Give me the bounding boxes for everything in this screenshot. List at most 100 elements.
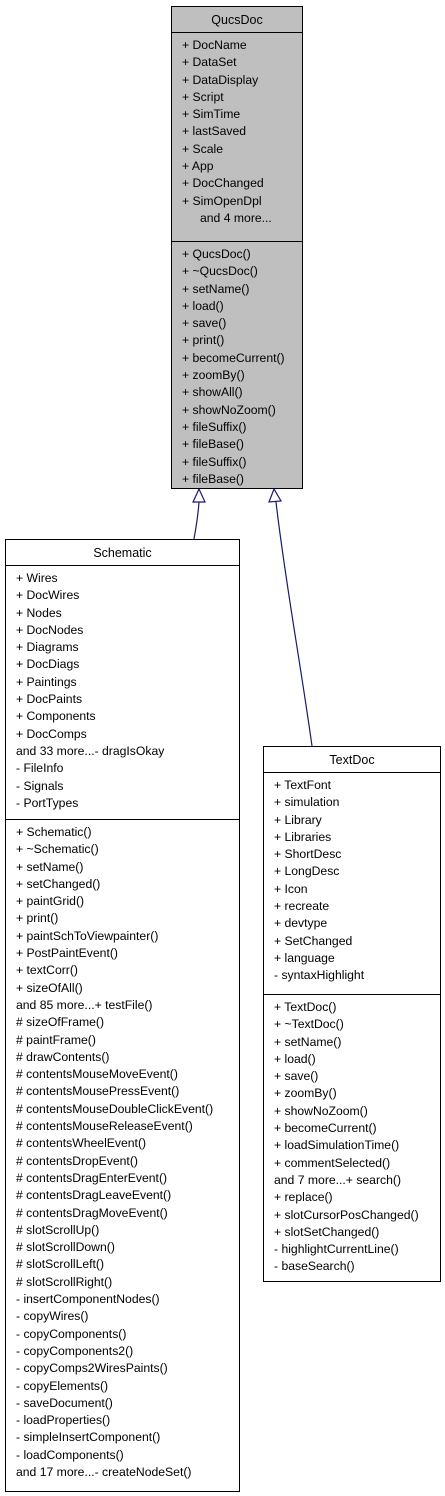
class-schematic-attribute-member: + DocDiags xyxy=(16,657,80,672)
class-textdoc-title: TextDoc xyxy=(264,747,440,773)
class-qucsdoc-method-member: + fileSuffix() xyxy=(182,419,247,434)
class-textdoc-method-member: + slotSetChanged() xyxy=(274,1224,380,1239)
class-schematic-method-member: # contentsWheelEvent() xyxy=(16,1136,147,1151)
class-textdoc-method-member: - baseSearch() xyxy=(274,1259,355,1274)
class-textdoc-attribute-member: + ShortDesc xyxy=(274,847,342,862)
class-qucsdoc-method-member: + QucsDoc() xyxy=(182,247,251,261)
class-schematic-attribute-member: - PortTypes xyxy=(16,795,79,810)
class-schematic-method-member: - loadComponents() xyxy=(16,1447,124,1462)
class-textdoc-attribute-member: + LongDesc xyxy=(274,864,340,879)
class-textdoc-method-member: + setName() xyxy=(274,1034,342,1049)
class-textdoc-attribute-member: + language xyxy=(274,950,335,965)
class-schematic-attribute-member: + Nodes xyxy=(16,605,62,620)
class-schematic-method-member: # slotScrollDown() xyxy=(16,1240,115,1255)
class-schematic-method-member: + sizeOfAll() xyxy=(16,980,83,995)
class-textdoc-attribute-member: + simulation xyxy=(274,795,340,810)
class-schematic-method-member: + textCorr() xyxy=(16,963,78,978)
class-schematic-method-member: + paintSchToViewpainter() xyxy=(16,928,159,943)
class-schematic-attribute-member: - Signals xyxy=(16,778,64,793)
class-qucsdoc-method-member: + showAll() xyxy=(182,385,243,400)
class-qucsdoc-attribute-member: + SimTime xyxy=(182,107,241,122)
class-schematic-attributes: + Wires+ DocWires+ Nodes+ DocNodes+ Diag… xyxy=(6,566,239,820)
class-schematic-method-member: + print() xyxy=(16,911,59,926)
class-schematic-method-member: - copyElements() xyxy=(16,1378,109,1393)
class-qucsdoc-method-member: + load() xyxy=(182,298,224,313)
class-schematic-title: Schematic xyxy=(6,540,239,566)
class-textdoc-method-member: + loadSimulationTime() xyxy=(274,1138,400,1153)
class-schematic-method-member: # slotScrollUp() xyxy=(16,1222,100,1237)
class-qucsdoc-method-member: + print() xyxy=(182,333,225,348)
class-schematic-methods: + Schematic() + ~Schematic() + setName() + … xyxy=(6,820,239,1486)
class-schematic-method-member: + Schematic() xyxy=(16,825,92,839)
class-textdoc-method-member: + ~TextDoc() xyxy=(274,1017,344,1032)
class-schematic[interactable]: Schematic + Wires+ DocWires+ Nodes+ DocN… xyxy=(5,539,240,1492)
class-textdoc-attribute-member: + devtype xyxy=(274,916,328,931)
class-schematic-method-member: + PostPaintEvent() xyxy=(16,946,118,961)
class-qucsdoc-method-member: + setName() xyxy=(182,281,250,296)
class-textdoc-method-member: + slotCursorPosChanged() xyxy=(274,1207,419,1222)
class-textdoc-method-member: + load() xyxy=(274,1051,316,1066)
edge-textdoc-to-qucsdoc xyxy=(275,501,313,747)
class-schematic-method-member: # paintFrame() xyxy=(16,1032,96,1047)
class-schematic-method-member: - simpleInsertComponent() xyxy=(16,1430,161,1445)
class-schematic-method-member: # contentsMouseMoveEvent() xyxy=(16,1067,178,1082)
class-textdoc-method-member: and 7 more...+ search() xyxy=(274,1172,402,1187)
class-schematic-attribute-member: + Wires xyxy=(16,571,58,585)
class-textdoc-attribute-member: + recreate xyxy=(274,899,330,914)
class-schematic-method-member: - saveDocument() xyxy=(16,1395,113,1410)
class-qucsdoc-methods: + QucsDoc() + ~QucsDoc() + setName() + load… xyxy=(172,242,302,493)
class-schematic-method-member: + setChanged() xyxy=(16,876,101,891)
class-textdoc-attribute-member: - syntaxHighlight xyxy=(274,968,365,983)
class-schematic-method-member: # contentsDragMoveEvent() xyxy=(16,1205,168,1220)
class-textdoc-attributes: + TextFont + simulation + Library + Librari… xyxy=(264,773,440,995)
class-schematic-method-member: # contentsMouseDoubleClickEvent() xyxy=(16,1101,214,1116)
class-qucsdoc-attributes: + DocName+ DataSet+ DataDisplay+ Script+… xyxy=(172,33,302,242)
class-qucsdoc-attribute-member: + SimOpenDpl xyxy=(182,193,262,208)
class-schematic-attribute-member: + Components xyxy=(16,709,96,724)
class-textdoc-attribute-member: + Icon xyxy=(274,881,308,896)
class-schematic-method-member: # contentsDragLeaveEvent() xyxy=(16,1188,172,1203)
class-qucsdoc-attribute-member: + App xyxy=(182,159,214,174)
class-schematic-method-member: + setName() xyxy=(16,859,84,874)
class-textdoc-attribute-member: + SetChanged xyxy=(274,933,353,948)
class-qucsdoc-attribute-member: + DocName xyxy=(182,38,247,52)
class-textdoc-method-member: + commentSelected() xyxy=(274,1155,391,1170)
class-qucsdoc-method-member: + ~QucsDoc() xyxy=(182,264,258,279)
class-schematic-method-member: # contentsDropEvent() xyxy=(16,1153,138,1168)
class-schematic-method-member: - copyComponents() xyxy=(16,1326,127,1341)
class-schematic-method-member: # contentsMousePressEvent() xyxy=(16,1084,180,1099)
class-textdoc[interactable]: TextDoc + TextFont+ simulation+ Library+… xyxy=(263,746,441,1282)
class-textdoc-method-member: - highlightCurrentLine() xyxy=(274,1242,399,1257)
edge-schematic-to-qucsdoc xyxy=(193,501,200,540)
class-schematic-attribute-member: + Diagrams xyxy=(16,640,79,655)
class-schematic-method-member: # contentsDragEnterEvent() xyxy=(16,1170,168,1185)
class-qucsdoc-method-member: + zoomBy() xyxy=(182,368,245,383)
class-qucsdoc-method-member: + fileSuffix() xyxy=(182,454,247,469)
class-textdoc-methods: + TextDoc() + ~TextDoc() + setName() + load… xyxy=(264,995,440,1281)
class-schematic-method-member: - copyComponents2() xyxy=(16,1343,134,1358)
class-qucsdoc-method-member: + becomeCurrent() xyxy=(182,350,285,365)
class-schematic-method-member: # slotScrollRight() xyxy=(16,1274,113,1289)
class-qucsdoc[interactable]: QucsDoc + DocName+ DataSet+ DataDisplay+… xyxy=(171,6,303,489)
class-qucsdoc-method-member: + fileBase() xyxy=(182,437,244,452)
class-schematic-attribute-member: + DocWires xyxy=(16,588,80,603)
class-qucsdoc-attribute-member: + DataSet xyxy=(182,55,237,70)
edge-schematic-arrowhead xyxy=(192,487,206,503)
class-qucsdoc-method-member: + showNoZoom() xyxy=(182,402,276,417)
class-qucsdoc-method-member: + fileBase() xyxy=(182,471,244,486)
class-schematic-attribute-member: + DocPaints xyxy=(16,692,83,707)
class-schematic-attribute-member: + DocComps xyxy=(16,726,87,741)
class-schematic-method-member: # slotScrollLeft() xyxy=(16,1257,105,1272)
class-schematic-attribute-member: + Paintings xyxy=(16,674,77,689)
class-textdoc-attribute-member: + TextFont xyxy=(274,778,332,792)
more-members-note: and 4 more... xyxy=(200,210,272,225)
class-textdoc-method-member: + save() xyxy=(274,1069,319,1084)
class-schematic-method-member: + paintGrid() xyxy=(16,894,85,909)
class-textdoc-attribute-member: + Libraries xyxy=(274,829,332,844)
class-schematic-method-member: and 85 more...+ testFile() xyxy=(16,997,153,1012)
class-textdoc-method-member: + TextDoc() xyxy=(274,1000,337,1014)
class-schematic-method-member: + ~Schematic() xyxy=(16,842,99,857)
class-textdoc-attribute-member: + Library xyxy=(274,812,322,827)
class-qucsdoc-attribute-member: + Scale xyxy=(182,141,223,156)
